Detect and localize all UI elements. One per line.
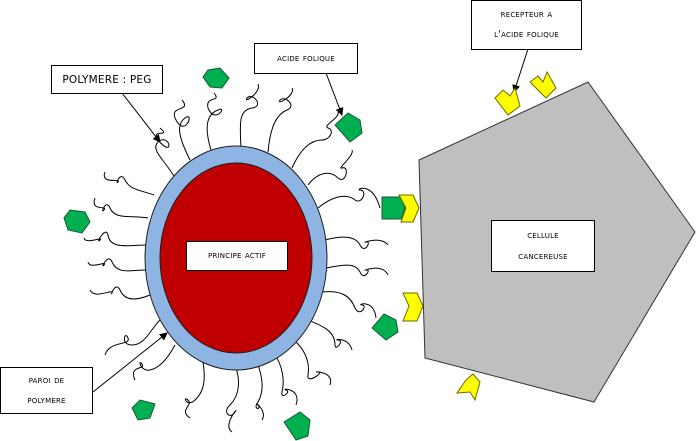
peg-chain xyxy=(132,344,176,381)
peg-chain xyxy=(89,286,151,300)
peg-chains xyxy=(83,83,389,433)
peg-chain xyxy=(226,367,239,433)
peg-chain xyxy=(239,83,260,149)
peg-chain xyxy=(307,149,353,186)
polymere-arrow xyxy=(121,92,161,143)
folate-receptor xyxy=(529,70,557,99)
peg-chain xyxy=(255,361,264,421)
label-cellule-cancereuse: Cellule cancereuse xyxy=(491,220,595,272)
peg-chain xyxy=(93,197,149,219)
folic-acid-ligand xyxy=(131,399,156,421)
folate-receptor xyxy=(398,194,420,223)
folic-acid-ligand xyxy=(334,112,363,143)
folic-acid-ligand xyxy=(283,411,311,441)
peg-chain xyxy=(291,111,339,169)
acide-folique-arrow xyxy=(325,72,344,116)
paroi-arrow xyxy=(92,332,168,393)
folic-acid-ligand xyxy=(63,209,91,234)
label-acide-folique: Acide folique xyxy=(254,43,358,74)
label-recepteur: Recepteur a l'acide folique xyxy=(471,0,582,50)
peg-chain xyxy=(321,291,377,319)
peg-chain xyxy=(173,99,191,161)
recepteur-arrow xyxy=(512,48,529,93)
peg-chain xyxy=(104,319,161,356)
folate-receptor xyxy=(455,373,481,402)
label-polymere-text: POLYMERE : PEG xyxy=(62,73,152,86)
folic-acid-ligand-bound xyxy=(381,196,406,220)
label-recepteur-line1: Recepteur a xyxy=(500,9,553,20)
peg-chain xyxy=(274,354,298,406)
label-polymere: POLYMERE : PEG xyxy=(51,65,163,94)
folic-acid-ligand xyxy=(202,67,230,89)
peg-chain xyxy=(83,231,147,247)
label-principe-actif: Principe actif xyxy=(186,241,288,271)
label-acide-folique-text: Acide folique xyxy=(277,52,335,64)
folate-receptor xyxy=(402,292,424,322)
peg-chain xyxy=(293,339,332,386)
label-cellule-line1: Cellule xyxy=(527,230,559,241)
peg-chain xyxy=(317,187,381,209)
label-paroi-line1: Paroi de xyxy=(28,374,65,386)
label-paroi-line2: polymere xyxy=(27,394,66,406)
label-recepteur-line2: l'acide folique xyxy=(494,29,559,40)
peg-chain xyxy=(103,171,155,196)
peg-chain xyxy=(267,87,293,153)
peg-chain xyxy=(307,319,353,351)
label-cellule-line2: cancereuse xyxy=(518,251,568,262)
peg-chain xyxy=(206,92,223,151)
label-paroi-polymere: Paroi de polymere xyxy=(0,367,93,414)
peg-chain xyxy=(324,236,389,249)
peg-chain xyxy=(325,264,389,277)
label-principe-actif-text: Principe actif xyxy=(208,250,266,261)
folate-receptor xyxy=(494,86,521,116)
peg-chain xyxy=(184,361,205,419)
peg-chain xyxy=(155,127,176,179)
folic-acid-ligand xyxy=(371,313,399,341)
peg-chain xyxy=(87,258,147,272)
